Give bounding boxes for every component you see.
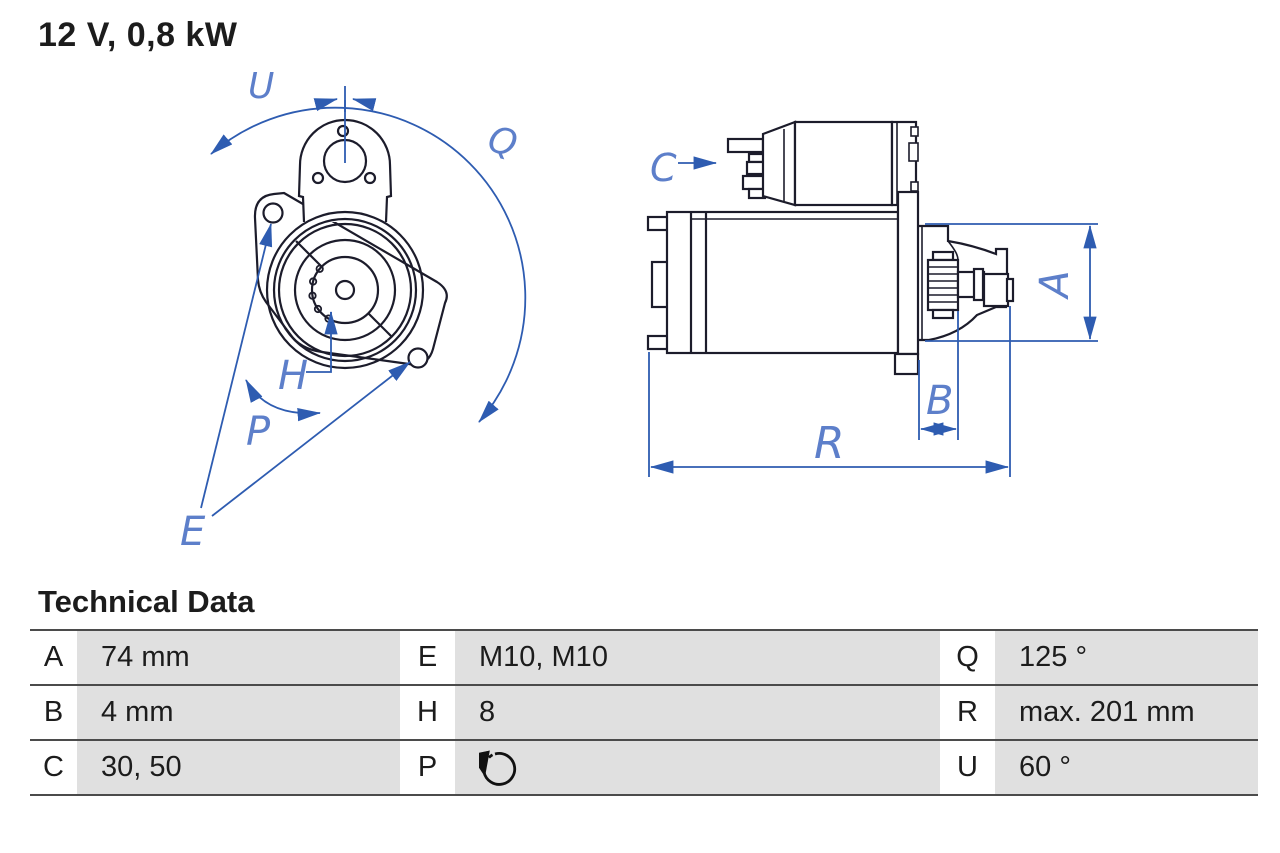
front-view-dimensions <box>200 86 527 517</box>
page-title: 12 V, 0,8 kW <box>38 16 238 54</box>
table-row: B 4 mm H 8 R max. 201 mm <box>30 684 1258 739</box>
value-cell-h: 8 <box>455 686 940 739</box>
front-view <box>253 118 448 370</box>
label-a: A <box>1032 270 1078 300</box>
angle-arc <box>210 106 527 423</box>
table-row: A 74 mm E M10, M10 Q 125 ° <box>30 629 1258 684</box>
value-cell-p <box>455 741 940 794</box>
terminal-stud-lower <box>741 174 767 191</box>
label-h: H <box>278 353 308 399</box>
table-row: C 30, 50 P U 60 ° <box>30 739 1258 796</box>
key-cell-r: R <box>940 686 995 739</box>
side-view-dimensions <box>648 156 1098 477</box>
terminal-stud-upper <box>726 137 765 154</box>
flange-hole-upper-left <box>262 202 284 224</box>
side-view-labels: C A B R <box>650 146 1078 469</box>
solenoid <box>726 120 919 207</box>
key-cell-u: U <box>940 741 995 794</box>
flange-hole-lower-right <box>407 347 429 369</box>
value-cell-a: 74 mm <box>77 631 400 684</box>
technical-drawing: U Q H P E <box>180 66 1098 555</box>
value-cell-b: 4 mm <box>77 686 400 739</box>
value-cell-c: 30, 50 <box>77 741 400 794</box>
value-cell-q: 125 ° <box>995 631 1258 684</box>
label-e: E <box>180 509 206 555</box>
key-cell-e: E <box>400 631 455 684</box>
e-leader-lower <box>211 361 411 517</box>
key-cell-b: B <box>30 686 77 739</box>
p-rotation-arc <box>245 379 321 422</box>
e-leader-upper <box>200 223 273 509</box>
key-cell-p: P <box>400 741 455 794</box>
label-q: Q <box>484 119 521 166</box>
section-heading: Technical Data <box>38 584 255 619</box>
value-cell-r: max. 201 mm <box>995 686 1258 739</box>
value-cell-e: M10, M10 <box>455 631 940 684</box>
flange-plate <box>893 190 920 376</box>
label-r: R <box>814 418 845 469</box>
side-view <box>646 120 1015 376</box>
key-cell-h: H <box>400 686 455 739</box>
key-cell-q: Q <box>940 631 995 684</box>
label-b: B <box>926 378 953 424</box>
label-u: U <box>248 66 274 107</box>
front-view-labels: U Q H P E <box>180 66 521 555</box>
key-cell-c: C <box>30 741 77 794</box>
label-c: C <box>650 146 677 190</box>
label-p: P <box>246 409 271 455</box>
motor-body <box>646 210 900 355</box>
drive-housing <box>918 224 1015 342</box>
rotation-direction-icon <box>479 749 517 786</box>
value-cell-u: 60 ° <box>995 741 1258 794</box>
end-bearing <box>982 272 1010 308</box>
technical-data-table: A 74 mm E M10, M10 Q 125 ° B 4 mm H 8 R … <box>30 629 1258 796</box>
key-cell-a: A <box>30 631 77 684</box>
